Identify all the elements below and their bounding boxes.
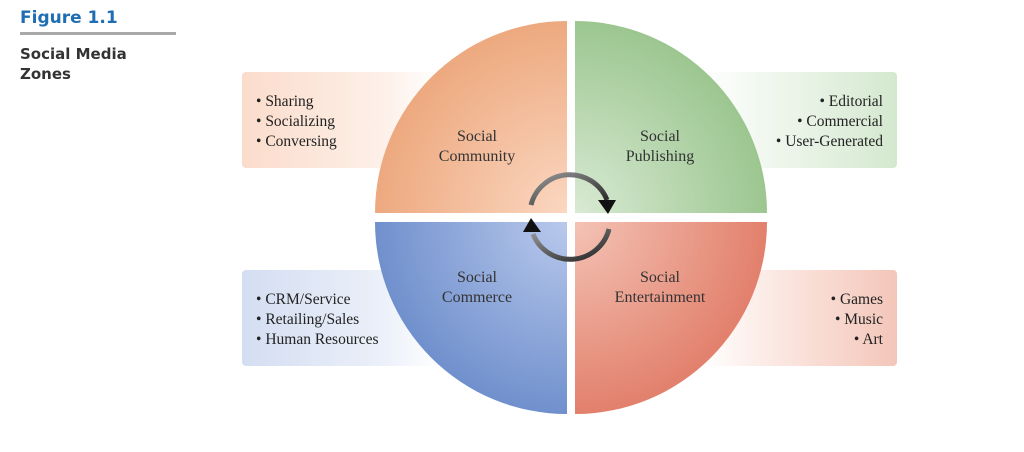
arrowhead-icon: [598, 200, 616, 214]
label-line: Entertainment: [614, 289, 706, 306]
list-item: Commercial: [700, 112, 883, 132]
list-item: Art: [700, 330, 883, 350]
label-line: Social: [640, 269, 680, 286]
arrowhead-icon: [523, 218, 541, 232]
cycle-arrows-icon: [528, 172, 612, 262]
publishing-quadrant: [575, 21, 767, 213]
figure-label: Figure 1.1: [20, 8, 118, 28]
list-item: Socializing: [256, 112, 442, 132]
list-item: Sharing: [256, 92, 442, 112]
label-line: Social: [457, 269, 497, 286]
entertainment-quadrant: [575, 222, 767, 414]
list-item: Retailing/Sales: [256, 310, 442, 330]
list-item: Conversing: [256, 132, 442, 152]
list-item: Games: [700, 290, 883, 310]
label-line: Publishing: [625, 148, 695, 165]
list-item: CRM/Service: [256, 290, 442, 310]
figure-title: Social Media Zones: [20, 45, 127, 83]
community-quadrant: [375, 21, 567, 213]
label-line: Social: [640, 128, 680, 145]
list-item: Music: [700, 310, 883, 330]
label-line: Social: [457, 128, 497, 145]
commerce-quadrant: [375, 222, 567, 414]
list-item: User-Generated: [700, 132, 883, 152]
divider: [20, 32, 176, 35]
list-item: Editorial: [700, 92, 883, 112]
label-line: Commerce: [441, 289, 513, 306]
label-line: Community: [438, 148, 516, 165]
list-item: Human Resources: [256, 330, 442, 350]
